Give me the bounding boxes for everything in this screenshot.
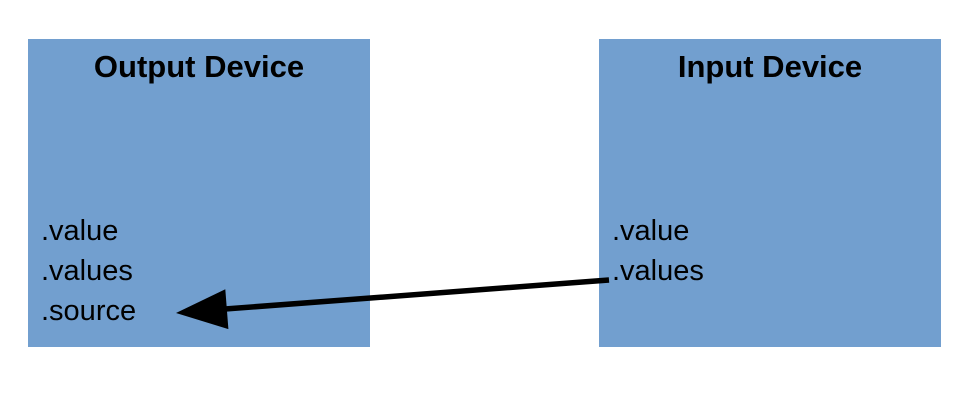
input-device-title: Input Device	[677, 49, 863, 84]
output-device-box: Output Device .value .values .source	[28, 39, 370, 347]
output-device-title: Output Device	[93, 49, 305, 84]
property-label-source: .source	[41, 295, 137, 327]
input-device-box: Input Device .value .values	[599, 39, 941, 347]
output-device-properties: .value .values .source	[41, 211, 136, 331]
property-label-values: .values	[41, 255, 133, 287]
property-label-values: .values	[612, 255, 704, 287]
input-device-properties: .value .values	[612, 211, 704, 291]
property-label-value: .value	[612, 215, 690, 247]
property-label-value: .value	[41, 215, 119, 247]
